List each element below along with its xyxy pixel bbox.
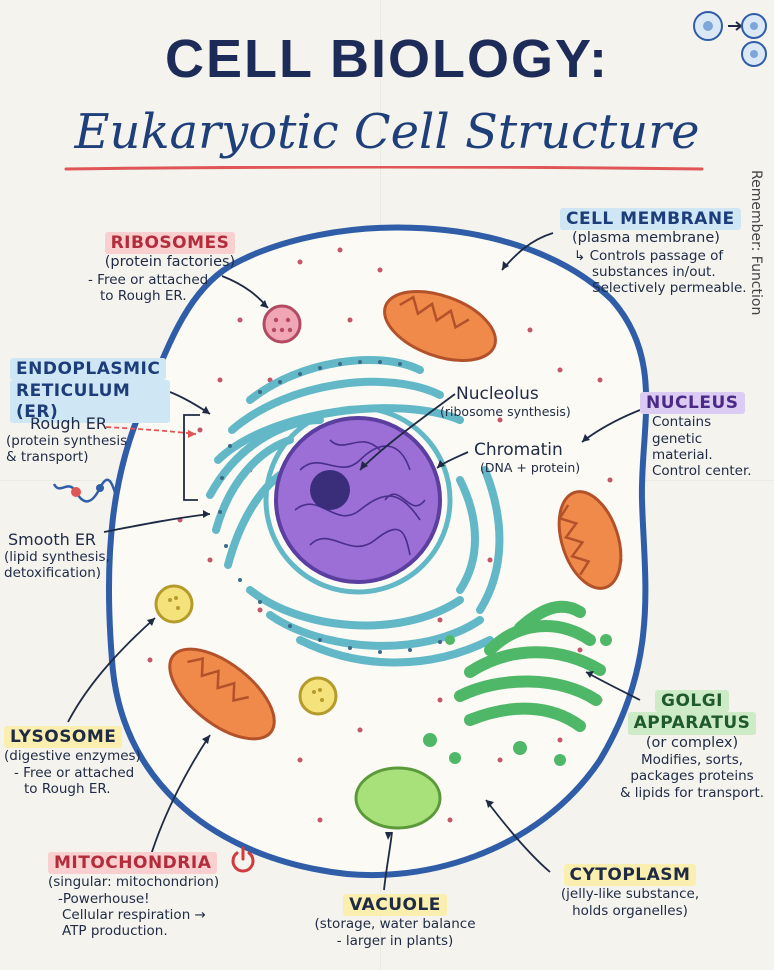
mitochondrion xyxy=(557,490,623,590)
nucleus-note: material. xyxy=(652,446,713,463)
mitochondrion xyxy=(383,290,497,362)
vacuole xyxy=(354,766,442,830)
side-note: Remember: Function xyxy=(748,170,764,316)
cell-membrane-sub: (plasma membrane) xyxy=(572,230,720,247)
page-title: CELL BIOLOGY: xyxy=(165,29,609,89)
lysosome-title: LYSOSOME xyxy=(4,726,123,749)
label-smooth-er: Smooth ER (lipid synthesis, detoxificati… xyxy=(4,530,124,582)
vacuole-sub: (storage, water balance xyxy=(314,916,476,933)
hook-arrow-icon: ↳ xyxy=(574,247,590,264)
er-title: RETICULUM (ER) xyxy=(10,380,170,424)
golgi-apparatus xyxy=(454,600,606,732)
power-icon xyxy=(231,846,255,873)
ribosomes-title: RIBOSOMES xyxy=(104,232,236,255)
label-chromatin: Chromatin (DNA + protein) xyxy=(474,440,624,475)
ribosomes-sub: (protein factories) xyxy=(104,254,236,271)
smooth-er-sub: detoxification) xyxy=(4,565,102,582)
nucleus-note: Contains xyxy=(652,414,712,431)
cell-membrane-note: substances in/out. xyxy=(592,263,716,280)
er-bracket xyxy=(183,414,200,501)
label-rough-er: Rough ER (protein synthesis & transport) xyxy=(6,414,166,466)
label-er: ENDOPLASMIC RETICULUM (ER) xyxy=(10,358,170,424)
nucleus-title: NUCLEUS xyxy=(640,392,745,415)
page-subtitle: Eukaryotic Cell Structure xyxy=(74,104,700,160)
protein-chain-icon xyxy=(52,478,118,503)
nucleus-note: genetic xyxy=(652,430,703,447)
nucleolus xyxy=(310,470,350,510)
label-cytoplasm: CYTOPLASM (jelly-like substance, holds o… xyxy=(540,864,720,919)
golgi-sub: (or complex) xyxy=(645,734,739,751)
smooth-er-sub: (lipid synthesis, xyxy=(4,549,110,566)
mitochondria-note: -Powerhouse! xyxy=(58,890,150,907)
er-title: ENDOPLASMIC xyxy=(10,358,167,381)
chromatin-title: Chromatin xyxy=(474,440,563,460)
label-cell-membrane: CELL MEMBRANE (plasma membrane) ↳ Contro… xyxy=(560,208,760,296)
lysosome xyxy=(298,676,338,716)
nucleus xyxy=(274,416,442,584)
label-nucleolus: Nucleolus (ribosome synthesis) xyxy=(440,384,610,419)
title-underline xyxy=(64,166,704,171)
lysosome-note: - Free or attached xyxy=(14,764,135,781)
label-vacuole: VACUOLE (storage, water balance - larger… xyxy=(300,894,490,949)
label-nucleus: NUCLEUS Contains genetic material. Contr… xyxy=(640,392,770,479)
golgi-note: packages proteins xyxy=(630,768,754,785)
smooth-er-title: Smooth ER xyxy=(8,530,97,549)
golgi-note: & lipids for transport. xyxy=(619,784,765,801)
mitochondria-title: MITOCHONDRIA xyxy=(48,852,218,875)
label-golgi: GOLGI APPARATUS (or complex) Modifies, s… xyxy=(612,690,772,801)
rough-er-sub: (protein synthesis xyxy=(6,433,128,450)
golgi-title: APPARATUS xyxy=(627,712,757,735)
nucleus-note: Control center. xyxy=(652,462,752,479)
nucleolus-title: Nucleolus xyxy=(456,384,539,404)
label-lysosome: LYSOSOME (digestive enzymes) - Free or a… xyxy=(4,726,164,797)
rough-er-ribosomes xyxy=(218,360,442,654)
mitochondria-sub: (singular: mitochondrion) xyxy=(48,874,220,891)
golgi-title: GOLGI xyxy=(654,690,730,713)
mitochondrion xyxy=(168,647,276,741)
lysosome-sub: (digestive enzymes) xyxy=(4,748,141,765)
lysosome xyxy=(154,584,194,624)
ribosomes-note: - Free or attached xyxy=(88,271,209,288)
arrowheads xyxy=(147,261,594,840)
chromatin xyxy=(294,439,426,556)
golgi-vesicles xyxy=(423,634,612,766)
cytoplasm-sub: (jelly-like substance, xyxy=(560,886,700,903)
golgi-note: Modifies, sorts, xyxy=(640,752,744,769)
mitochondria-note: Cellular respiration → xyxy=(62,906,206,923)
cytoplasm-sub: holds organelles) xyxy=(572,902,688,919)
cell-membrane-note: Controls passage of xyxy=(589,247,724,264)
rough-er-arrowhead xyxy=(188,430,196,438)
nucleolus-sub: (ribosome synthesis) xyxy=(440,404,571,420)
cell-division-icon xyxy=(693,11,767,67)
lysosome-note: to Rough ER. xyxy=(24,780,111,797)
ribosome xyxy=(262,304,302,344)
mitochondria-note: ATP production. xyxy=(62,922,168,939)
label-mitochondria: MITOCHONDRIA (singular: mitochondrion) -… xyxy=(48,852,268,939)
cell-membrane-title: CELL MEMBRANE xyxy=(560,208,741,231)
ribosomes-note: to Rough ER. xyxy=(100,287,187,304)
cell-membrane-note: Selectively permeable. xyxy=(592,280,747,297)
rough-er-title: Rough ER xyxy=(30,414,107,433)
vacuole-sub: - larger in plants) xyxy=(336,932,454,949)
cytoplasm-title: CYTOPLASM xyxy=(563,864,697,887)
rough-er-sub: & transport) xyxy=(6,449,89,466)
label-ribosomes: RIBOSOMES (protein factories) - Free or … xyxy=(80,232,260,304)
chromatin-sub: (DNA + protein) xyxy=(480,460,581,476)
vacuole-title: VACUOLE xyxy=(343,894,447,917)
nuclear-envelope xyxy=(263,405,453,595)
